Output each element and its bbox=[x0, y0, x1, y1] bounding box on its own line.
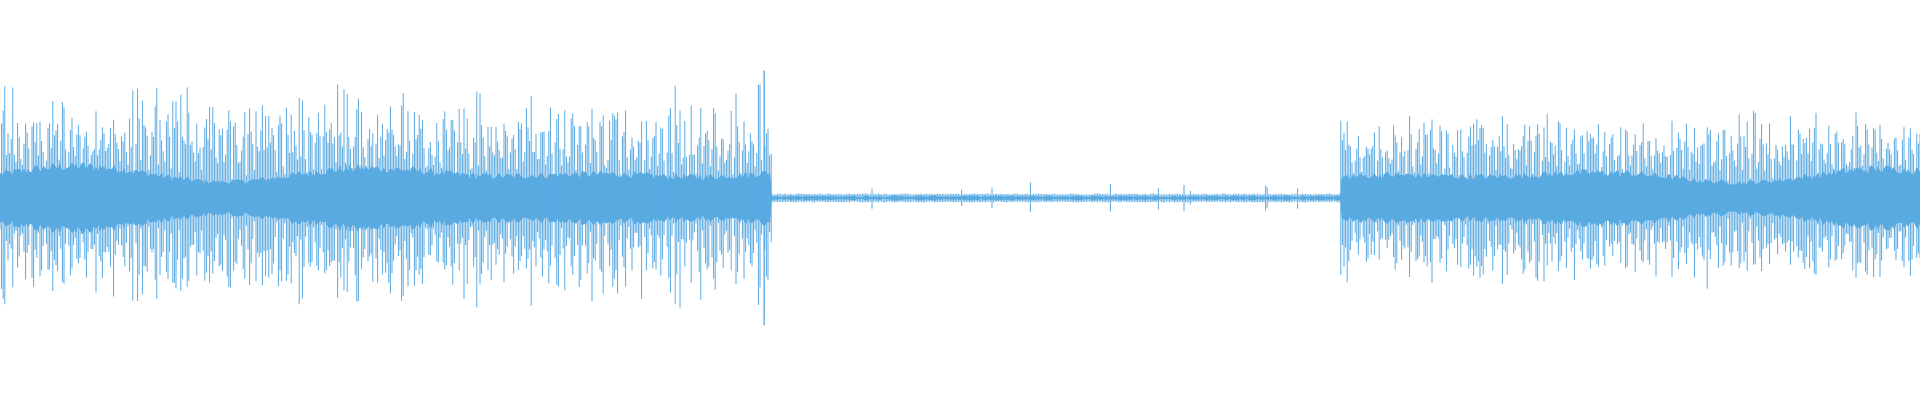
waveform-samples bbox=[0, 70, 1920, 326]
